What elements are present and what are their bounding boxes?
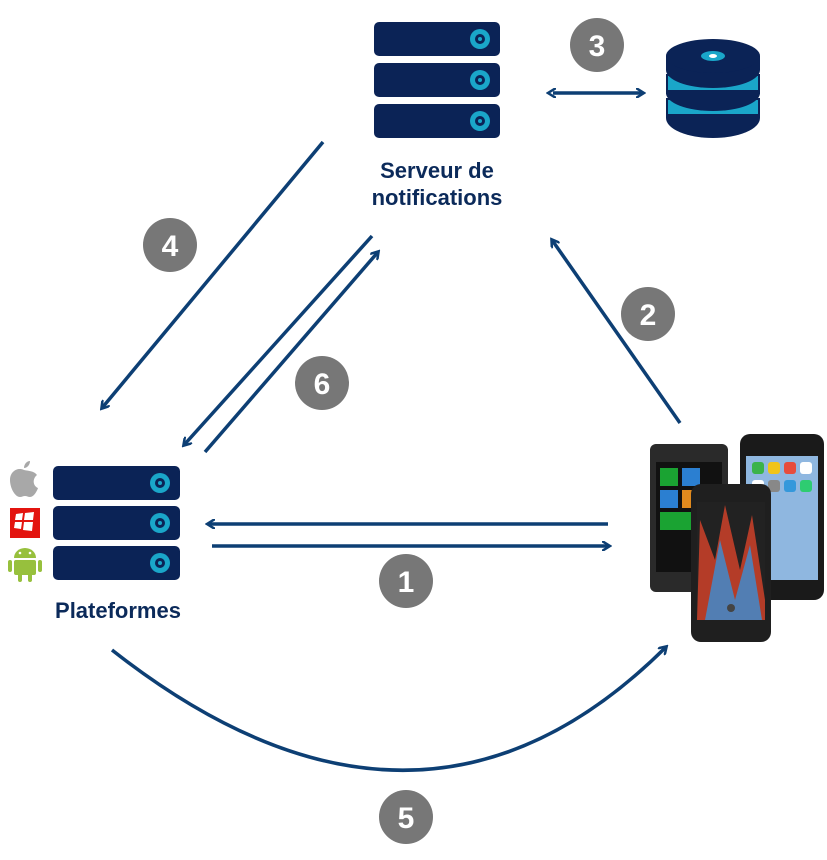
- svg-text:2: 2: [640, 299, 657, 332]
- server-label-line1: Serveur de: [380, 158, 494, 183]
- step-badge-2: 2: [621, 287, 675, 341]
- database-icon: [666, 39, 760, 138]
- platforms-server-icon: [53, 466, 180, 580]
- notification-server-icon: [374, 22, 500, 138]
- step-badge-6: 6: [295, 356, 349, 410]
- smartphones-icon: [650, 434, 824, 642]
- svg-text:6: 6: [314, 368, 331, 401]
- step-badge-5: 5: [379, 790, 433, 844]
- step-badge-1: 1: [379, 554, 433, 608]
- arrow-2-device-to-server: [552, 240, 682, 425]
- step-badge-4: 4: [143, 218, 197, 272]
- arrow-6-server-to-platforms: [184, 234, 374, 445]
- svg-text:4: 4: [162, 230, 179, 263]
- platforms-label: Plateformes: [55, 598, 181, 623]
- svg-text:5: 5: [398, 802, 415, 835]
- svg-text:3: 3: [589, 30, 606, 63]
- arrow-6-platforms-to-server: [203, 252, 378, 454]
- step-badge-3: 3: [570, 18, 624, 72]
- android-icon: [8, 548, 42, 582]
- windows-icon: [10, 508, 40, 538]
- arrow-4-server-to-platforms: [102, 140, 325, 408]
- apple-icon: [10, 461, 38, 497]
- arrow-5-platforms-to-device: [110, 647, 666, 772]
- server-label-line2: notifications: [372, 185, 503, 210]
- svg-text:1: 1: [398, 566, 415, 599]
